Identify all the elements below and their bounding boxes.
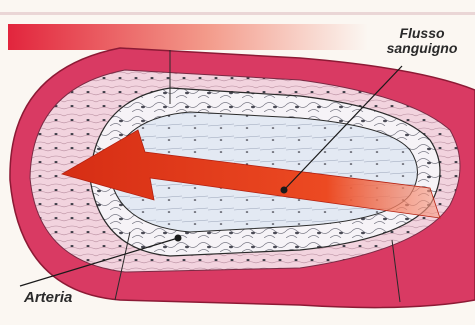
top-rule — [0, 12, 475, 15]
flow-label-line2: sanguigno — [376, 41, 468, 56]
flow-label: Flusso sanguigno — [376, 26, 468, 56]
flow-label-line1: Flusso — [376, 26, 468, 41]
artery-leader-dot — [175, 235, 182, 242]
artery-label: Arteria — [24, 290, 72, 305]
flow-leader-dot — [281, 187, 288, 194]
header-band — [8, 24, 368, 50]
